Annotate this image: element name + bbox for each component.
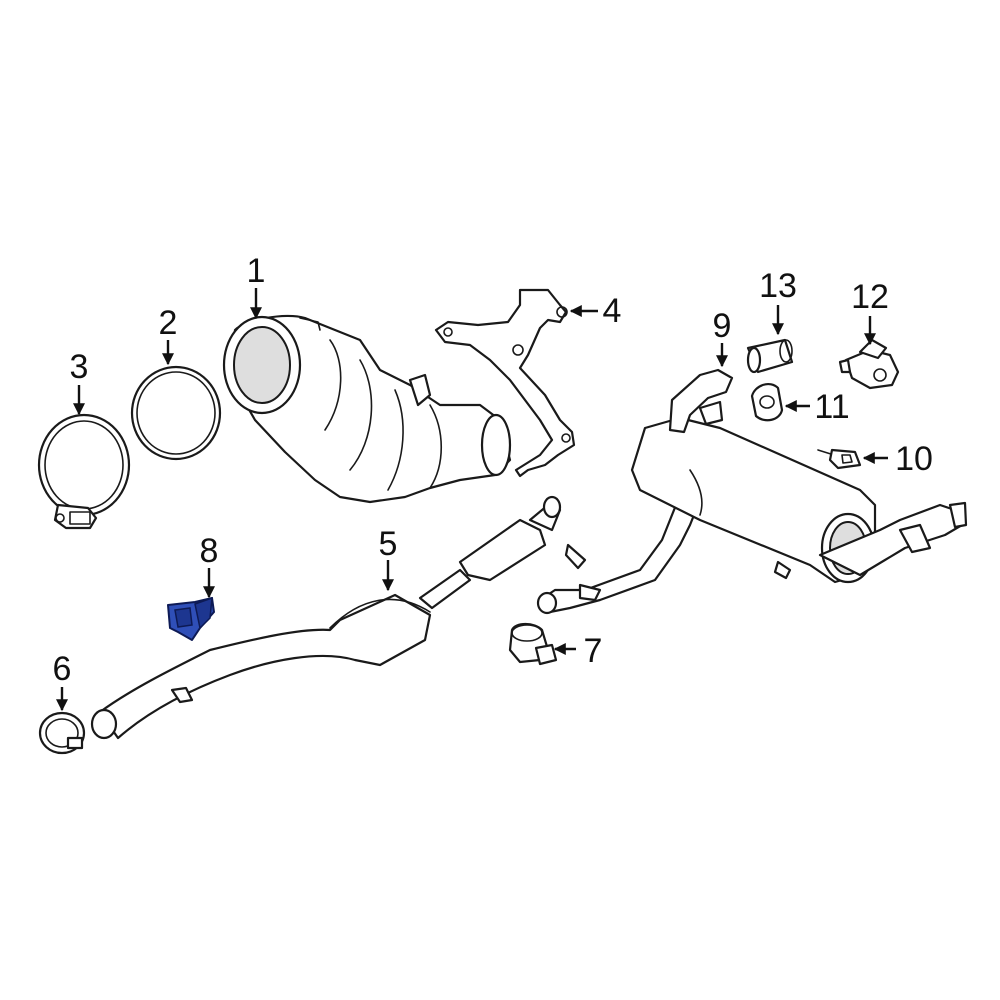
callout-7[interactable]: 7 (584, 632, 603, 670)
callout-4[interactable]: 4 (603, 292, 622, 330)
callout-5[interactable]: 5 (379, 525, 398, 563)
part-8-hanger-bracket[interactable] (167, 596, 215, 641)
callout-6[interactable]: 6 (53, 650, 72, 688)
part-12-actuator[interactable] (838, 338, 900, 390)
callout-9[interactable]: 9 (713, 307, 732, 345)
callout-numbers: 1 2 3 4 5 6 7 8 9 10 11 12 13 (53, 252, 933, 688)
part-1-catalytic-converter[interactable] (222, 314, 512, 504)
part-2-gasket[interactable] (130, 365, 222, 461)
part-13-tube-sleeve[interactable] (746, 338, 794, 374)
callout-1[interactable]: 1 (247, 252, 266, 290)
part-3-band-clamp[interactable] (37, 413, 131, 530)
callout-leaders (56, 288, 888, 712)
part-4-bracket[interactable] (434, 288, 576, 478)
callout-10[interactable]: 10 (895, 440, 933, 478)
callout-8[interactable]: 8 (200, 532, 219, 570)
part-11-insulator[interactable] (750, 383, 784, 422)
part-7-sleeve[interactable] (508, 622, 558, 666)
callout-12[interactable]: 12 (851, 278, 889, 316)
callout-13[interactable]: 13 (759, 267, 797, 305)
callout-3[interactable]: 3 (70, 348, 89, 386)
part-6-clamp[interactable] (38, 711, 86, 755)
part-5-front-pipe[interactable] (90, 495, 562, 740)
part-10-bolt[interactable] (817, 448, 862, 470)
callout-2[interactable]: 2 (159, 304, 178, 342)
part-9-rear-muffler-assembly[interactable] (536, 368, 968, 615)
callout-11[interactable]: 11 (814, 388, 849, 426)
